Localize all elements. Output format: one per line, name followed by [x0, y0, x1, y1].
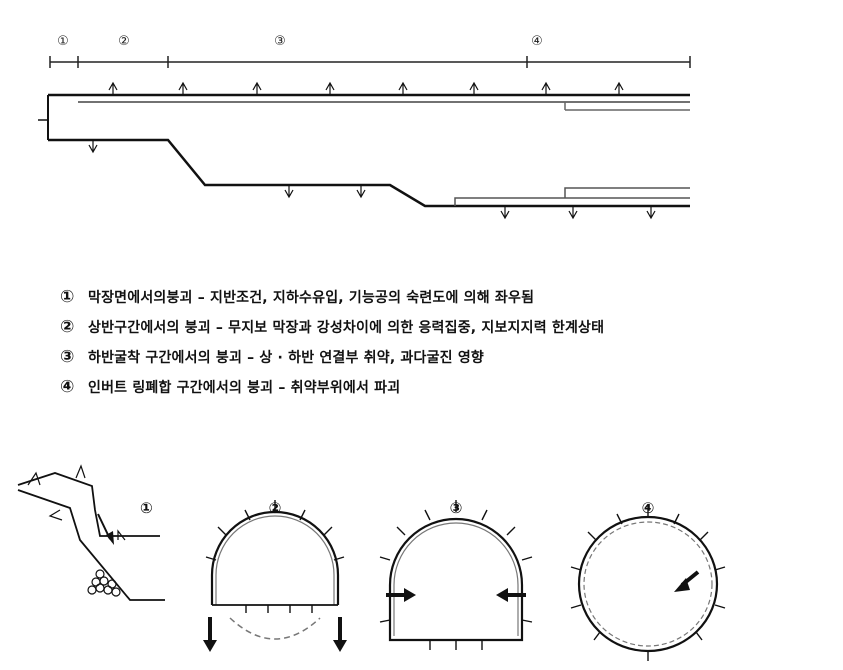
sketch-invert-ring-collapse: ④: [570, 499, 726, 661]
zone-label-2: ②: [118, 34, 130, 49]
legend-text: 인버트 링폐합 구간에서의 붕괴 – 취약부위에서 파괴: [88, 380, 401, 396]
zone-scale-bar: ① ② ③ ④: [49, 34, 691, 68]
zone-label-4: ④: [531, 34, 543, 49]
legend-text: 상반구간에서의 붕괴 – 무지보 막장과 강성차이에 의한 응력집중, 지보지지…: [88, 320, 605, 336]
legend-text: 막장면에서의붕괴 – 지반조건, 지하수유입, 기능공의 숙련도에 의해 좌우됨: [88, 290, 535, 306]
sketch-bench-excavation-collapse: ③: [379, 499, 533, 650]
sketch-label-2: ②: [269, 499, 282, 517]
zone-label-1: ①: [57, 34, 69, 49]
zone-label-3: ③: [274, 34, 286, 49]
tunnel-longitudinal-section: [38, 81, 690, 220]
legend-number: ①: [60, 287, 75, 307]
legend-number: ④: [60, 377, 75, 397]
sketch-upper-section-collapse: ②: [203, 499, 347, 652]
legend-item: ① 막장면에서의붕괴 – 지반조건, 지하수유입, 기능공의 숙련도에 의해 좌…: [60, 282, 840, 312]
collapse-type-legend: ① 막장면에서의붕괴 – 지반조건, 지하수유입, 기능공의 숙련도에 의해 좌…: [60, 282, 840, 402]
rubble-pile: [87, 569, 121, 597]
legend-text: 하반굴착 구간에서의 붕괴 – 상 · 하반 연결부 취약, 과다굴진 영향: [88, 350, 484, 366]
sketch-face-collapse: ①: [17, 464, 165, 601]
sketch-label-4: ④: [642, 499, 655, 517]
legend-item: ③ 하반굴착 구간에서의 붕괴 – 상 · 하반 연결부 취약, 과다굴진 영향: [60, 342, 840, 372]
legend-number: ③: [60, 347, 75, 367]
legend-item: ④ 인버트 링폐합 구간에서의 붕괴 – 취약부위에서 파괴: [60, 372, 840, 402]
sketch-label-1: ①: [140, 499, 153, 517]
legend-item: ② 상반구간에서의 붕괴 – 무지보 막장과 강성차이에 의한 응력집중, 지보…: [60, 312, 840, 342]
legend-number: ②: [60, 317, 75, 337]
sketch-label-3: ③: [450, 499, 463, 517]
